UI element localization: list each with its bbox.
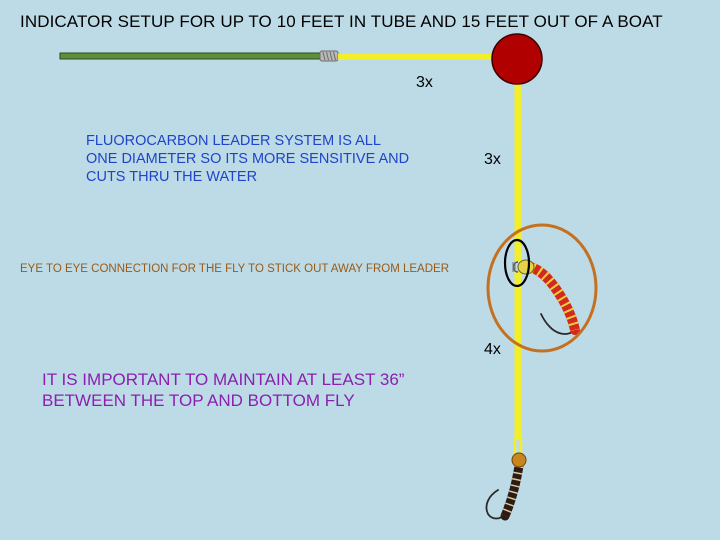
top-fly-ribbing [524,261,580,332]
bottom-fly-tippet-loop [513,438,523,452]
tippet-label-top: 3x [416,74,433,91]
diagram-title: INDICATOR SETUP FOR UP TO 10 FEET IN TUB… [20,12,663,31]
spacing-note: IT IS IMPORTANT TO MAINTAIN AT LEAST 36”… [42,370,405,410]
fly-highlight-circle [486,223,598,353]
nail-knot [319,50,339,62]
tippet-label-bottom: 4x [484,341,501,358]
bottom-fly-hook [485,489,507,520]
bottom-fly-bead [511,452,527,468]
top-fly [512,259,580,335]
fly-line [59,52,323,60]
bottom-fly-ribbing [500,465,524,518]
top-fly-hook [540,313,573,335]
top-fly-eye-loop [512,261,519,273]
eye-to-eye-note: EYE TO EYE CONNECTION FOR THE FLY TO STI… [20,263,449,275]
top-fly-bead [517,259,535,275]
strike-indicator [491,33,543,85]
fluorocarbon-note: FLUOROCARBON LEADER SYSTEM IS ALL ONE DI… [86,133,410,186]
top-fly-body [521,261,580,335]
tippet-label-mid: 3x [484,151,501,168]
bottom-fly [485,438,527,521]
eye-connection-highlight [503,238,531,288]
